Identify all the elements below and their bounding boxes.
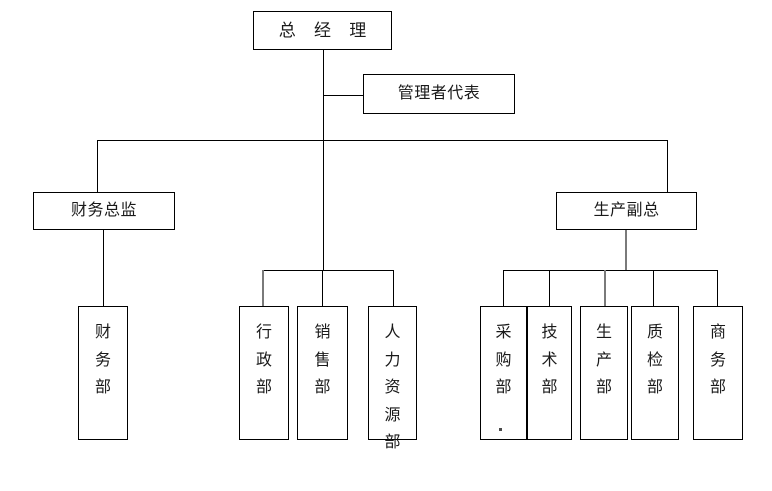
node-admin-dept-label: 行政部 — [256, 324, 273, 397]
node-general-manager[interactable]: 总 经 理 — [253, 11, 392, 50]
node-management-representative[interactable]: 管理者代表 — [363, 74, 515, 114]
node-qc-dept-label: 质检部 — [647, 324, 664, 397]
node-sales-dept-label: 销售部 — [314, 324, 331, 397]
connector-drop-to-commerce-dept — [717, 270, 718, 306]
node-production-dept[interactable]: 生产部 — [580, 306, 628, 440]
connector-drop-to-purchasing-dept — [503, 270, 504, 306]
node-technology-dept-label: 技术部 — [541, 324, 558, 397]
node-hr-dept[interactable]: 人力资源部 — [368, 306, 417, 451]
node-admin-dept[interactable]: 行政部 — [239, 306, 289, 440]
connector-drop-to-hr-dept — [393, 270, 394, 306]
connector-drop-to-admin-dept — [262, 270, 264, 306]
connector-drop-to-technology-dept — [549, 270, 550, 306]
node-production-vp[interactable]: 生产副总 — [556, 192, 697, 230]
node-purchasing-dept-label: 采购部 — [495, 324, 512, 397]
node-management-representative-label: 管理者代表 — [397, 84, 481, 102]
connector-drop-to-production-dept — [604, 270, 606, 306]
node-general-manager-label: 总 经 理 — [278, 20, 374, 40]
connector-middle-group-bus — [262, 270, 393, 271]
node-finance-director[interactable]: 财务总监 — [33, 192, 175, 230]
node-finance-director-label: 财务总监 — [70, 201, 137, 219]
connector-drop-to-qc-dept — [653, 270, 654, 306]
node-hr-dept-label: 人力资源部 — [384, 324, 401, 452]
connector-drop-to-finance-director — [97, 140, 98, 192]
connector-level1-bus — [97, 140, 668, 141]
node-finance-dept[interactable]: 财务部 — [78, 306, 128, 440]
node-technology-dept[interactable]: 技术部 — [527, 306, 572, 440]
node-purchasing-dept[interactable]: 采购部 — [480, 306, 527, 440]
connector-trunk-from-general-manager — [323, 50, 324, 270]
connector-drop-to-sales-dept — [322, 270, 323, 306]
node-commerce-dept-label: 商务部 — [710, 324, 727, 397]
connector-drop-to-production-vp — [667, 140, 668, 192]
node-qc-dept[interactable]: 质检部 — [631, 306, 679, 440]
node-finance-dept-label: 财务部 — [95, 324, 112, 397]
scan-artifact-mark — [499, 428, 502, 431]
connector-production-vp-to-bus — [625, 230, 627, 270]
connector-branch-to-management-rep — [323, 95, 363, 96]
node-commerce-dept[interactable]: 商务部 — [693, 306, 743, 440]
node-production-dept-label: 生产部 — [596, 324, 613, 397]
node-production-vp-label: 生产副总 — [593, 201, 660, 219]
connector-finance-director-to-finance-dept — [103, 230, 104, 306]
node-sales-dept[interactable]: 销售部 — [297, 306, 348, 440]
connector-right-group-bus — [503, 270, 717, 271]
